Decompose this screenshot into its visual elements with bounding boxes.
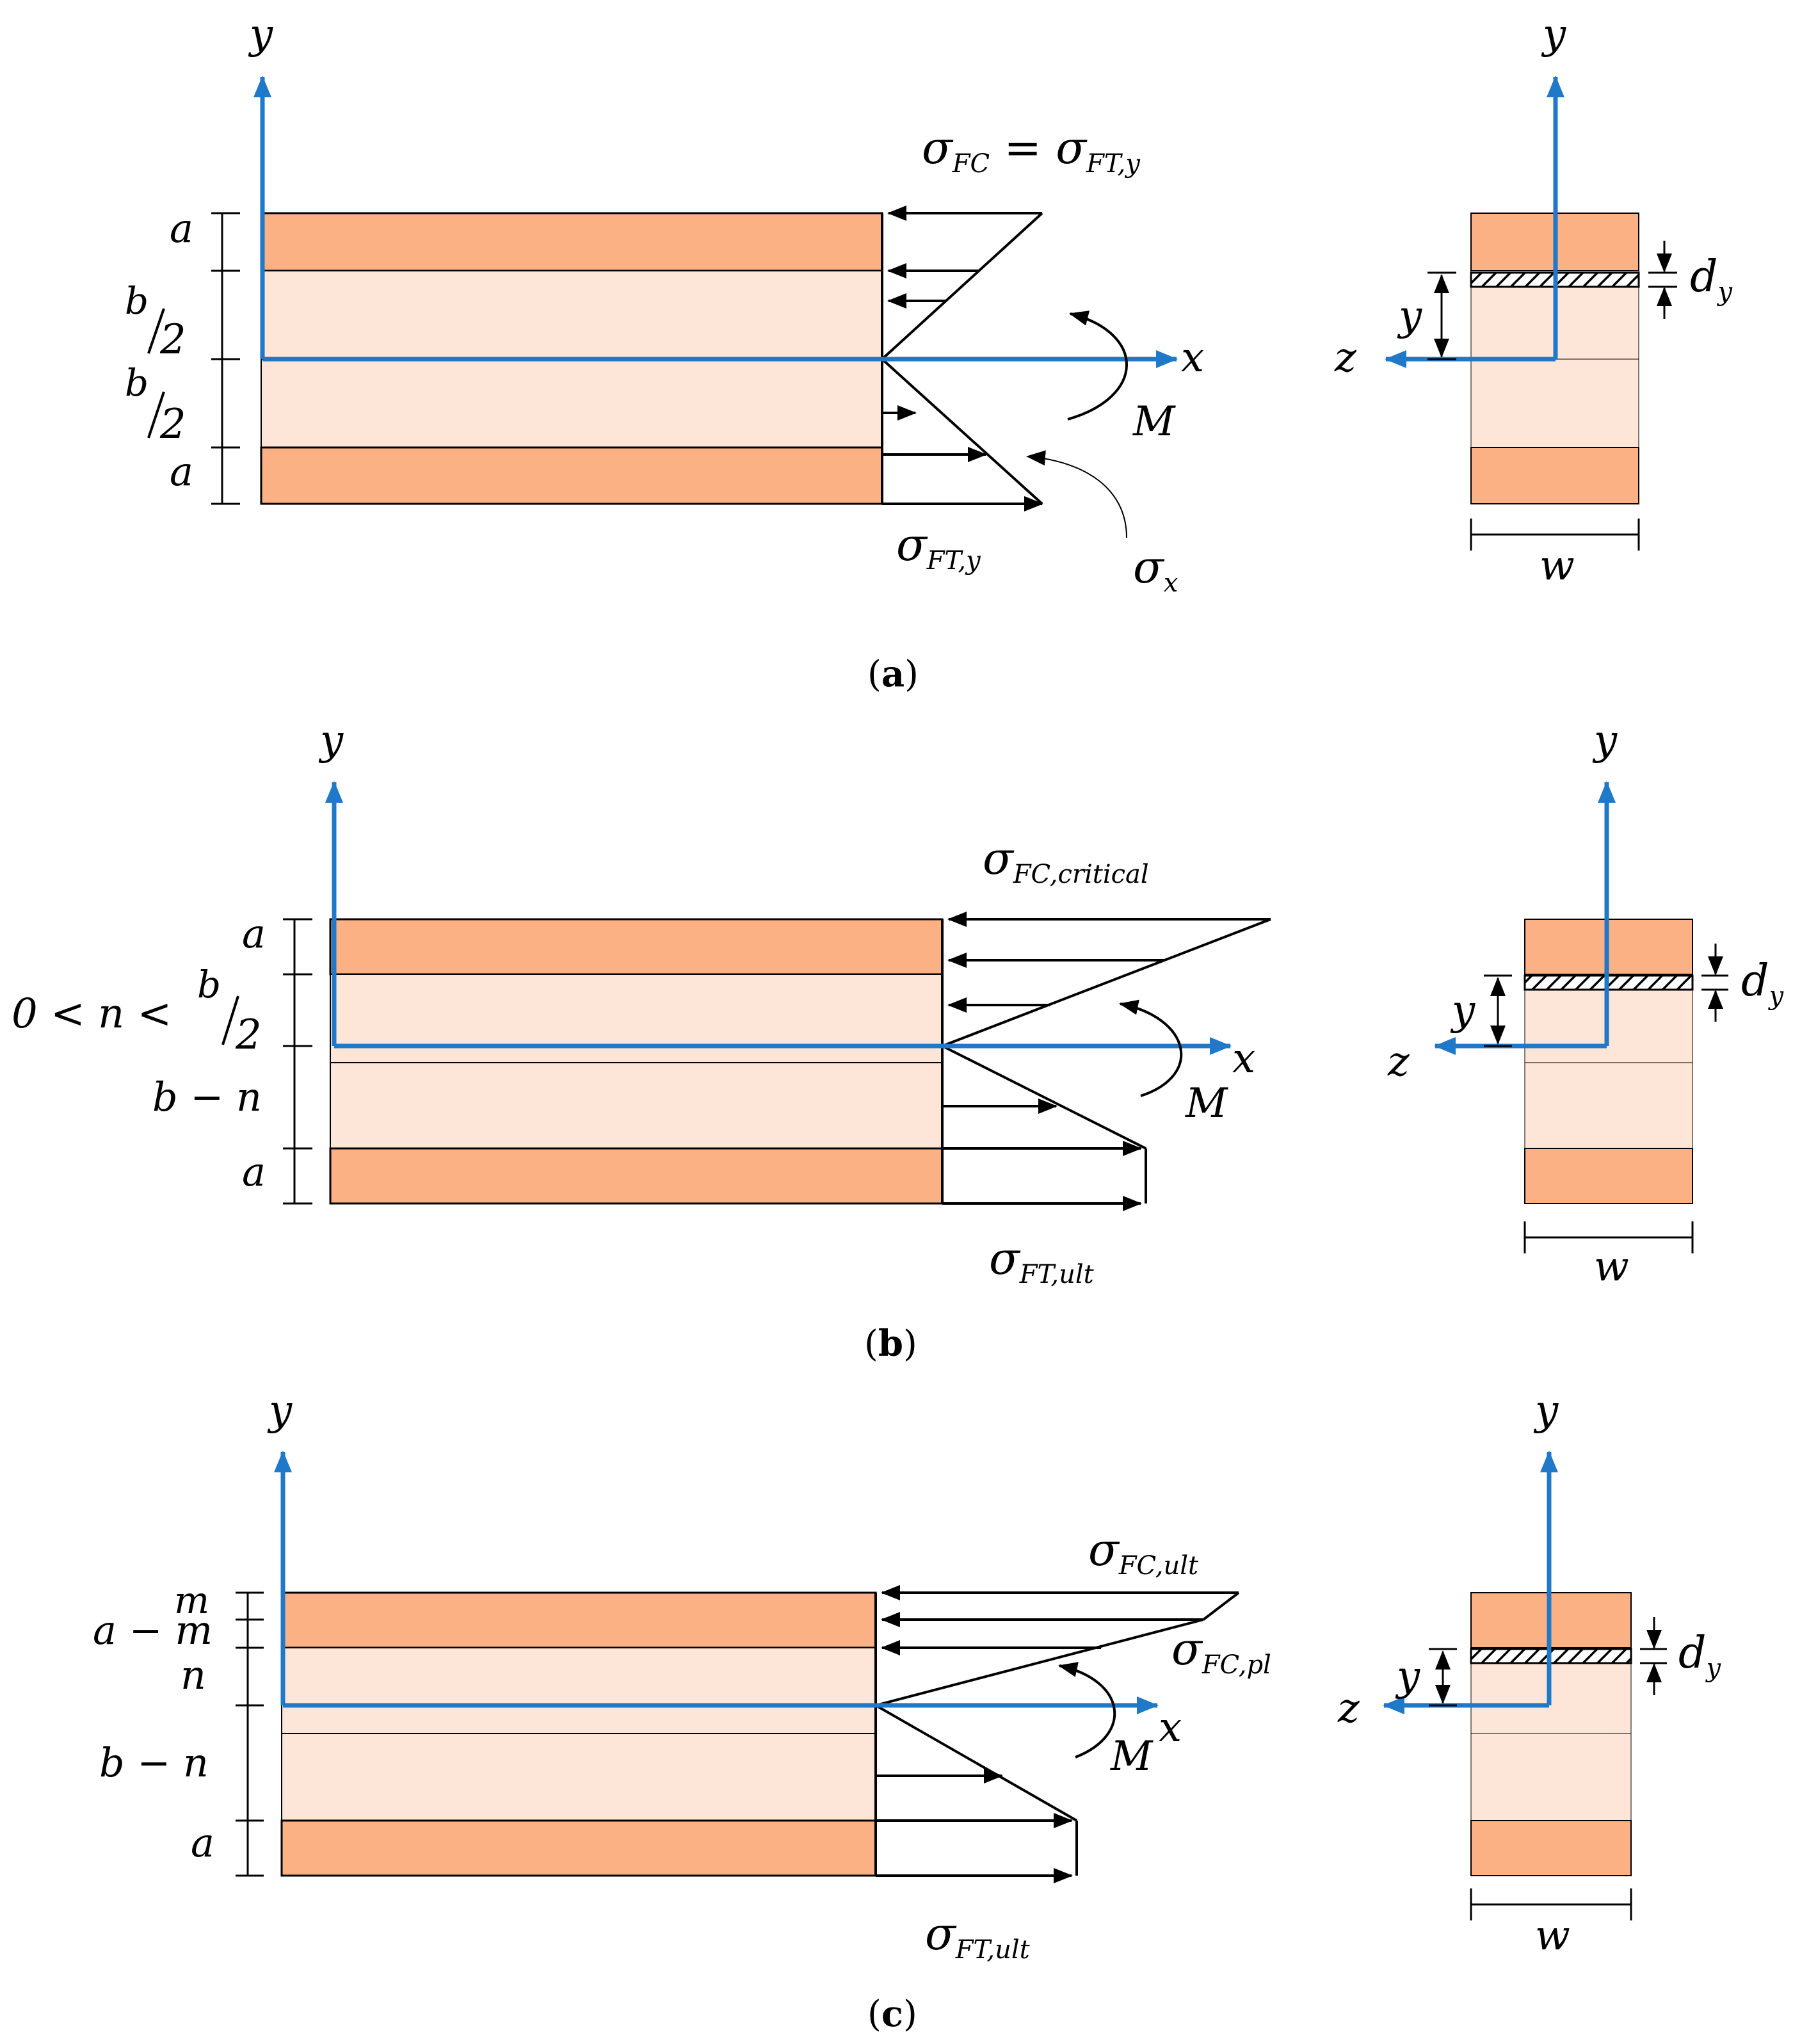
label-b-half-top-b: b <box>125 279 149 323</box>
sigma-bot-label-b: σFT,ult <box>989 1232 1095 1289</box>
sec-dim-y-label-a: y <box>1397 293 1422 340</box>
sec-y-label-a: y <box>1541 11 1566 58</box>
dimension-a <box>211 212 240 505</box>
sec-dy-label-a: dy <box>1690 252 1733 307</box>
sec-dy-label-c: dy <box>1678 1628 1722 1683</box>
moment-arrow-a <box>1067 310 1128 421</box>
sec-dim-w-c <box>1470 1888 1632 1920</box>
label-b-minus-n-b: b − n <box>152 1074 262 1120</box>
label-b-minus-n-c: b − n <box>99 1739 209 1786</box>
stress-profile-b <box>941 912 1271 1211</box>
sec-dim-y-c <box>1429 1648 1457 1707</box>
label-b-half-bot-b: b <box>125 361 149 405</box>
panel-a: a b 2 b 2 a y x M σFC = σFT,y σFT,y <box>125 11 1733 695</box>
label-a-bot: a <box>170 448 193 495</box>
moment-label-a: M <box>1132 398 1176 446</box>
moment-arrow-c <box>1058 1662 1116 1758</box>
sec-dy-marker-a <box>1648 241 1677 319</box>
sec-dy-marker-b <box>1701 944 1728 1022</box>
label-n-c: n <box>181 1652 206 1698</box>
sec-z-label-c: z <box>1337 1685 1360 1732</box>
moment-label-c: M <box>1110 1733 1154 1780</box>
beam-a-core-bot <box>261 358 883 448</box>
axis-y-label-b: y <box>318 717 344 764</box>
label-b-half-bot-2: 2 <box>159 401 186 448</box>
beam-a-top-face <box>260 212 883 272</box>
label-m-c: m <box>174 1579 209 1622</box>
dimension-b <box>283 918 312 1205</box>
fraction-slash-b <box>221 995 239 1045</box>
sec-dim-y-label-b: y <box>1450 987 1475 1034</box>
beam-c-top-face <box>280 1591 877 1649</box>
panel-b: a 0 < n < b 2 b − n a y x M σFC,critical… <box>12 717 1785 1365</box>
beam-b-bot-face <box>329 1147 944 1205</box>
caption-a: (a) <box>867 653 919 695</box>
fraction-slash-top <box>147 308 165 354</box>
label-n-range-b: 0 < n < <box>12 990 172 1038</box>
beam-a-bot-face <box>260 446 883 505</box>
sec-z-label-a: z <box>1334 334 1357 382</box>
beam-b-core-bot <box>330 1062 943 1149</box>
sec-dim-y-b <box>1484 974 1512 1047</box>
sec-w-label-b: w <box>1594 1243 1629 1291</box>
beam-c-bot-face <box>280 1819 877 1877</box>
beam-b-core-top <box>330 974 943 1063</box>
beam-c-core-bot <box>281 1733 876 1821</box>
beam-c-core-top <box>281 1647 876 1734</box>
sec-dy-label-b: dy <box>1741 956 1785 1011</box>
sec-dim-y-a <box>1427 271 1456 360</box>
fraction-slash-bot <box>147 391 165 439</box>
sec-z-label-b: z <box>1387 1038 1410 1086</box>
axis-x-label-b: x <box>1232 1035 1255 1082</box>
sigma-x-leader-a <box>1026 450 1127 538</box>
label-b-frac-b: b <box>197 963 221 1006</box>
label-2-frac-b: 2 <box>235 1011 262 1059</box>
label-a-minus-m-c: a − m <box>93 1607 213 1654</box>
stress-profile-c <box>874 1585 1240 1883</box>
beam-b-top-face <box>329 918 944 976</box>
sec-dim-w-b <box>1524 1221 1694 1253</box>
axis-y-label-c: y <box>267 1387 293 1435</box>
sec-y-label-c: y <box>1533 1387 1559 1435</box>
sigma-bot-label-c: σFT,ult <box>925 1908 1031 1965</box>
sigma-top-label-c: σFC,ult <box>1088 1524 1199 1581</box>
moment-arrow-b <box>1119 999 1183 1097</box>
sigma-bot-label-a: σFT,y <box>896 519 981 575</box>
moment-label-b: M <box>1185 1080 1228 1127</box>
label-a-bot-c: a <box>191 1819 214 1866</box>
sigma-top-label-b: σFC,critical <box>983 832 1149 889</box>
axis-x-label-a: x <box>1181 334 1204 382</box>
sec-w-label-c: w <box>1535 1912 1570 1960</box>
sigma-x-label-a: σx <box>1133 541 1178 598</box>
sec-y-label-b: y <box>1592 717 1618 764</box>
caption-b: (b) <box>864 1323 917 1365</box>
sigma-mid-label-c: σFC,pl <box>1171 1623 1271 1680</box>
dimension-c <box>236 1591 264 1877</box>
axis-y-label-a: y <box>248 11 273 58</box>
label-a-bot-b: a <box>242 1148 266 1195</box>
caption-c: (c) <box>867 1993 917 2035</box>
beam-a-core-top <box>261 270 883 360</box>
sigma-top-label-a: σFC = σFT,y <box>922 122 1141 179</box>
sec-w-label-a: w <box>1540 542 1575 590</box>
sec-dim-w-a <box>1470 519 1640 551</box>
sec-dy-marker-c <box>1640 1617 1667 1695</box>
panel-c: m a − m n b − n a y x M σFC,ult σFC,pl σ… <box>93 1387 1722 2035</box>
label-a-top-b: a <box>242 910 266 957</box>
axis-x-label-c: x <box>1159 1704 1182 1751</box>
label-a-top: a <box>170 205 193 252</box>
sec-dim-y-label-c: y <box>1395 1653 1420 1700</box>
label-b-half-top-2: 2 <box>159 316 186 364</box>
